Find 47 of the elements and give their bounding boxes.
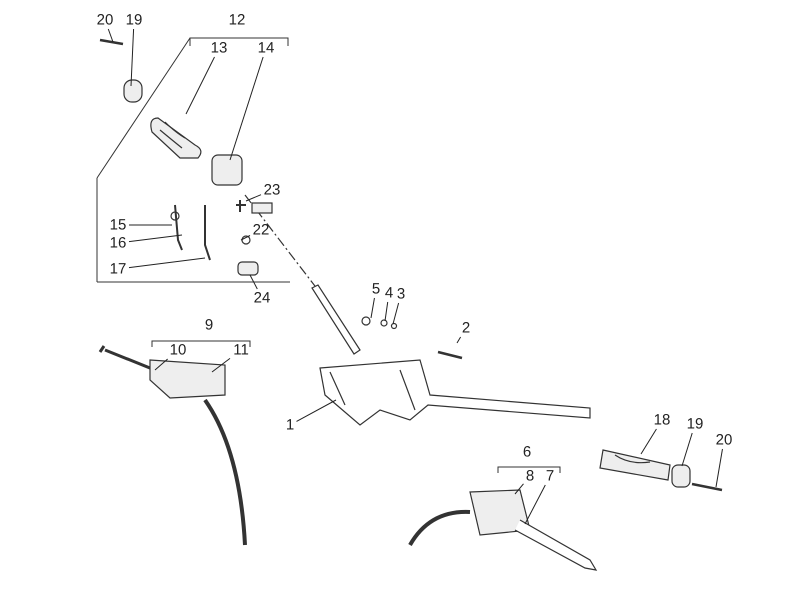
callout-number: 7 [546,468,554,484]
leader-line [296,400,336,422]
leader-line [716,448,723,488]
leader-line [186,56,215,114]
callout-number: 15 [110,218,126,232]
leader-line [212,358,230,372]
callout-number: 1 [286,418,294,432]
callout-number: 20 [96,12,114,28]
callout-number: 6 [522,444,532,460]
leader-line [514,483,524,494]
leader-line [154,358,168,370]
leader-line [246,194,262,202]
callout-number: 5 [372,282,380,296]
callout-number: 3 [396,286,406,302]
leader-line [524,484,546,524]
callout-number: 11 [233,342,249,358]
leader-line [130,28,134,86]
callout-number: 2 [462,320,470,336]
leader-line [384,302,388,322]
leader-line [128,224,172,226]
callout-number: 19 [126,12,142,28]
callout-number: 9 [204,318,214,332]
callout-number: 22 [252,222,270,238]
leader-line [640,428,657,454]
callout-number: 12 [228,12,246,28]
leader-line [456,336,462,344]
callout-number: 23 [264,182,280,198]
callout-number: 14 [258,40,274,56]
callout-number: 16 [110,236,126,250]
leader-line [250,274,258,290]
callout-number: 17 [110,262,126,276]
callout-number: 13 [210,40,228,56]
leader-line [230,56,264,160]
callout-number: 24 [254,290,270,306]
callout-number: 19 [686,416,704,432]
leader-line [392,302,400,324]
callout-number: 8 [526,468,534,484]
leader-line [108,28,114,42]
callout-number: 4 [384,286,394,300]
leader-line [370,298,375,318]
callout-number: 20 [716,432,732,448]
callout-number: 18 [654,412,670,428]
leader-line [240,235,250,240]
callout-number: 10 [170,342,186,358]
leader-line [128,234,182,242]
leader-line [128,258,206,268]
leader-line [682,432,693,466]
